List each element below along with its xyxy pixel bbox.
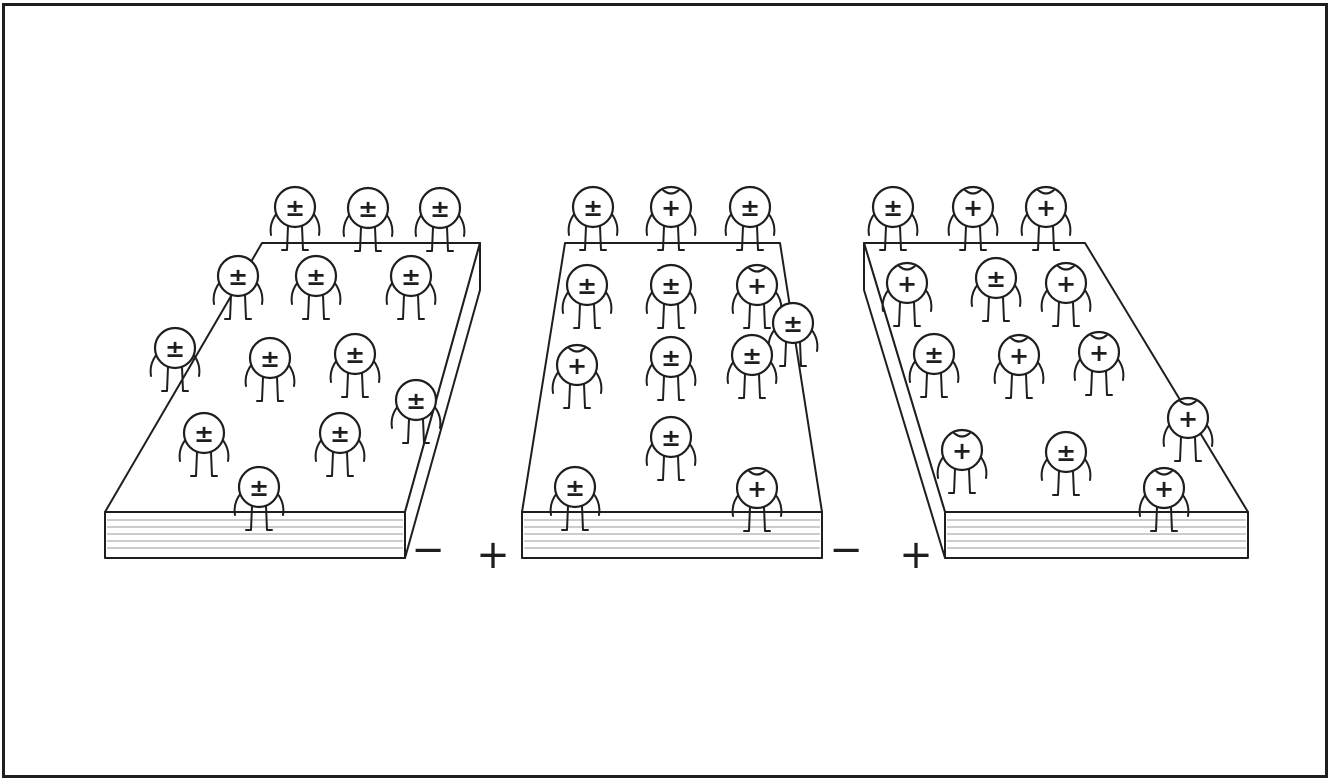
charge-sign: + (1178, 405, 1198, 433)
charge-sign: ± (345, 341, 365, 369)
charge-sign: ± (661, 344, 681, 372)
charge-sign: + (1154, 475, 1174, 503)
charge-sign: + (567, 352, 587, 380)
charge-sign: ± (565, 474, 585, 502)
charge-sign: + (747, 272, 767, 300)
charge-sign: ± (430, 195, 450, 223)
middle-plate-character-3: ± (726, 187, 775, 250)
charge-sign: ± (406, 387, 426, 415)
charge-sign: ± (1056, 439, 1076, 467)
charge-sign: ± (401, 263, 421, 291)
charge-sign: ± (194, 420, 214, 448)
charge-sign: ± (165, 335, 185, 363)
charge-sign: ± (583, 194, 603, 222)
charge-sign: + (1056, 270, 1076, 298)
right-plate-character-2: + (949, 187, 998, 250)
charge-sign: ± (883, 194, 903, 222)
terminal-plus-2: + (899, 532, 933, 578)
left-plate-character-2: ± (344, 188, 393, 251)
charge-sign: ± (783, 310, 803, 338)
left-plate-character-3: ± (416, 188, 465, 251)
terminal-minus-1: − (411, 527, 445, 573)
charge-sign: + (1089, 339, 1109, 367)
charge-sign: ± (740, 194, 760, 222)
terminal-minus-2: − (829, 527, 863, 573)
charge-sign: ± (577, 272, 597, 300)
charge-sign: + (1036, 194, 1056, 222)
charge-sign: + (661, 194, 681, 222)
charge-sign: + (1009, 342, 1029, 370)
charge-sign: ± (986, 265, 1006, 293)
charge-sign: ± (285, 194, 305, 222)
right-plate-character-1: ± (869, 187, 918, 250)
charge-sign: ± (661, 272, 681, 300)
charge-sign: ± (306, 263, 326, 291)
middle-plate-character-1: ± (569, 187, 618, 250)
charge-sign: ± (260, 345, 280, 373)
right-plate-character-3: + (1022, 187, 1071, 250)
charge-sign: + (897, 270, 917, 298)
terminal-plus-1: + (476, 532, 510, 578)
charge-sign: + (747, 475, 767, 503)
charge-sign: ± (661, 424, 681, 452)
middle-plate-character-2: + (647, 187, 696, 250)
left-plate-character-1: ± (271, 187, 320, 250)
charge-sign: ± (742, 342, 762, 370)
charge-sign: + (952, 437, 972, 465)
charge-sign: ± (924, 341, 944, 369)
charge-sign: ± (330, 420, 350, 448)
charge-sign: ± (358, 195, 378, 223)
charge-sign: ± (249, 474, 269, 502)
charge-sign: ± (228, 263, 248, 291)
charge-sign: + (963, 194, 983, 222)
